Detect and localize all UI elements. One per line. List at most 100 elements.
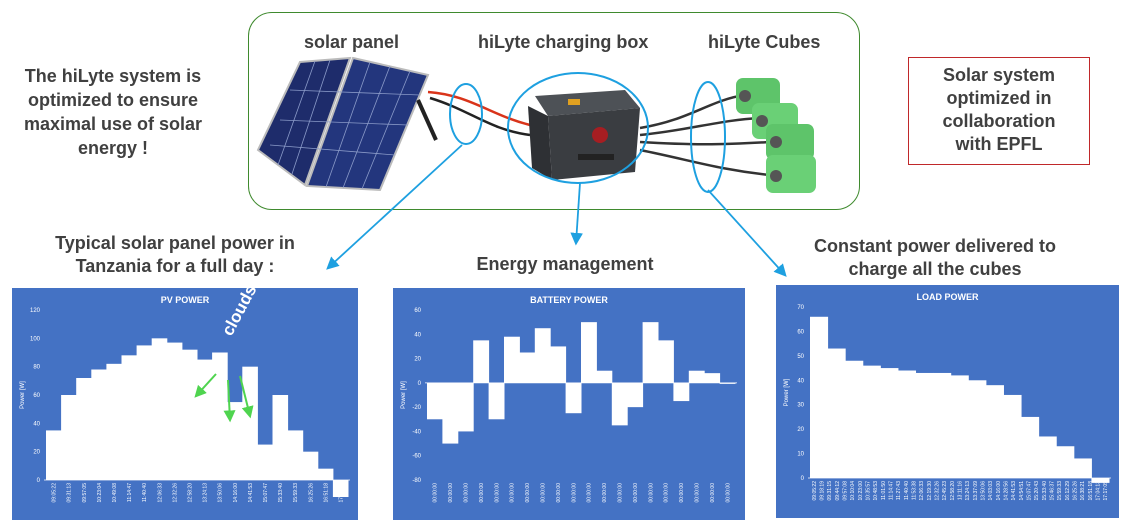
x-tick-label: 14:54:51 — [1019, 481, 1025, 501]
x-tick-label: 12:19:30 — [927, 481, 933, 501]
y-tick-label: 50 — [797, 354, 804, 360]
x-tick-label: 14:41:53 — [1011, 481, 1017, 501]
x-tick-label: 16:51:18 — [323, 483, 329, 503]
data-bar — [1073, 458, 1092, 478]
solar-panel-illustration — [256, 56, 438, 192]
x-tick-label: 00:00:00 — [448, 483, 454, 503]
x-tick-label: 12:58:20 — [950, 481, 956, 501]
x-tick-label: 10:35:57 — [866, 481, 872, 501]
data-bar — [704, 373, 721, 383]
pv-caption-line: Typical solar panel power in — [55, 233, 295, 253]
left-note-line: optimized to ensure — [27, 90, 198, 110]
x-tick-label: 14:41:53 — [248, 483, 254, 503]
data-bar — [985, 385, 1004, 478]
load-caption: Constant power delivered to charge all t… — [790, 235, 1080, 281]
x-tick-label: 12:32:26 — [172, 483, 178, 503]
data-bar — [915, 372, 934, 478]
data-bar — [968, 380, 987, 478]
cubes-illustration — [736, 78, 816, 193]
clouds-arrow — [239, 375, 254, 419]
clouds-arrow — [223, 379, 236, 423]
data-bar — [550, 346, 567, 383]
x-tick-label: 13:24:13 — [203, 483, 209, 503]
x-tick-label: 09:57:05 — [82, 483, 88, 503]
x-tick-label: 17:17:09 — [338, 483, 344, 503]
x-tick-label: 00:00:00 — [494, 483, 500, 503]
y-tick-label: 20 — [33, 450, 40, 456]
x-tick-label: 00:00:00 — [695, 483, 701, 503]
y-axis-label: Power [W] — [784, 378, 790, 406]
data-bar — [488, 382, 505, 420]
data-bar — [827, 348, 846, 478]
data-bar — [658, 340, 674, 383]
clouds-arrows — [194, 373, 254, 423]
data-bar — [242, 366, 258, 480]
y-tick-label: 70 — [797, 305, 804, 311]
x-tick-label: 14:16:00 — [233, 483, 239, 503]
epfl-note-line: collaboration — [942, 111, 1056, 131]
pv-caption-line: Tanzania for a full day : — [75, 256, 275, 276]
left-note-line: energy ! — [77, 138, 149, 158]
data-bar — [302, 451, 319, 480]
data-bar — [1091, 478, 1110, 483]
left-note-line: maximal use of solar — [23, 114, 203, 134]
y-axis-label: Power [W] — [20, 381, 26, 409]
x-tick-label: 09:31:15 — [827, 481, 833, 501]
x-tick-label: 00:00:00 — [433, 483, 439, 503]
x-tick-label: 15:33:40 — [278, 483, 284, 503]
x-tick-label: 00:00:00 — [556, 483, 562, 503]
x-tick-label: 00:00:00 — [525, 483, 531, 503]
arrow-to-load — [707, 189, 787, 277]
x-tick-label: 10:10:04 — [850, 481, 856, 501]
x-tick-label: 11:01:50 — [881, 481, 887, 500]
clouds-arrow — [194, 373, 217, 398]
x-tick-label: 15:46:37 — [1050, 481, 1056, 501]
x-tick-label: 15:20:43 — [1034, 481, 1040, 501]
x-tick-label: 17:17:09 — [1103, 481, 1109, 501]
epfl-note-line: optimized in — [946, 88, 1052, 108]
x-tick-label: 09:05:22 — [52, 483, 58, 503]
data-bar — [442, 382, 459, 444]
chart-title: BATTERY POWER — [530, 295, 608, 305]
x-tick-label: 11:14:47 — [127, 483, 133, 502]
data-bar — [1021, 416, 1040, 478]
load-caption-line: charge all the cubes — [848, 259, 1022, 279]
data-bar — [181, 349, 198, 480]
data-bar — [897, 370, 917, 478]
x-tick-label: 00:00:00 — [479, 483, 485, 503]
x-tick-label: 00:00:00 — [541, 483, 547, 503]
x-tick-label: 12:45:23 — [942, 481, 948, 501]
data-bar — [166, 342, 183, 480]
y-tick-label: 20 — [797, 427, 804, 433]
data-bar — [880, 368, 899, 478]
solar-panel-label: solar panel — [304, 32, 400, 52]
x-tick-label: 12:06:33 — [157, 483, 163, 503]
y-tick-label: 60 — [33, 393, 40, 399]
pv-caption: Typical solar panel power in Tanzania fo… — [20, 232, 330, 278]
data-bar — [845, 360, 864, 478]
x-tick-label: 11:40:40 — [904, 481, 910, 500]
x-tick-label: 00:00:00 — [618, 483, 624, 503]
x-tick-label: 15:59:33 — [1057, 481, 1063, 501]
x-tick-label: 10:48:53 — [873, 481, 879, 501]
x-tick-label: 15:33:40 — [1042, 481, 1048, 501]
x-tick-label: 15:07:47 — [263, 483, 269, 503]
load-caption-line: Constant power delivered to — [813, 236, 1057, 256]
y-tick-label: -60 — [412, 454, 421, 460]
x-tick-label: 00:00:00 — [510, 483, 516, 503]
x-tick-label: 00:00:00 — [571, 483, 577, 503]
data-bar — [810, 316, 829, 478]
data-bar — [627, 382, 644, 408]
y-tick-label: 120 — [30, 308, 41, 314]
data-bar — [106, 363, 122, 480]
x-tick-label: 14:16:00 — [996, 481, 1002, 501]
data-bar — [332, 480, 349, 497]
data-bar — [91, 369, 107, 480]
system-frame — [248, 12, 860, 210]
data-bar — [596, 370, 613, 383]
y-tick-label: 0 — [418, 381, 422, 387]
y-tick-label: 10 — [797, 452, 804, 458]
x-tick-label: 16:51:18 — [1088, 481, 1094, 501]
x-tick-label: 11:53:38 — [912, 481, 918, 500]
